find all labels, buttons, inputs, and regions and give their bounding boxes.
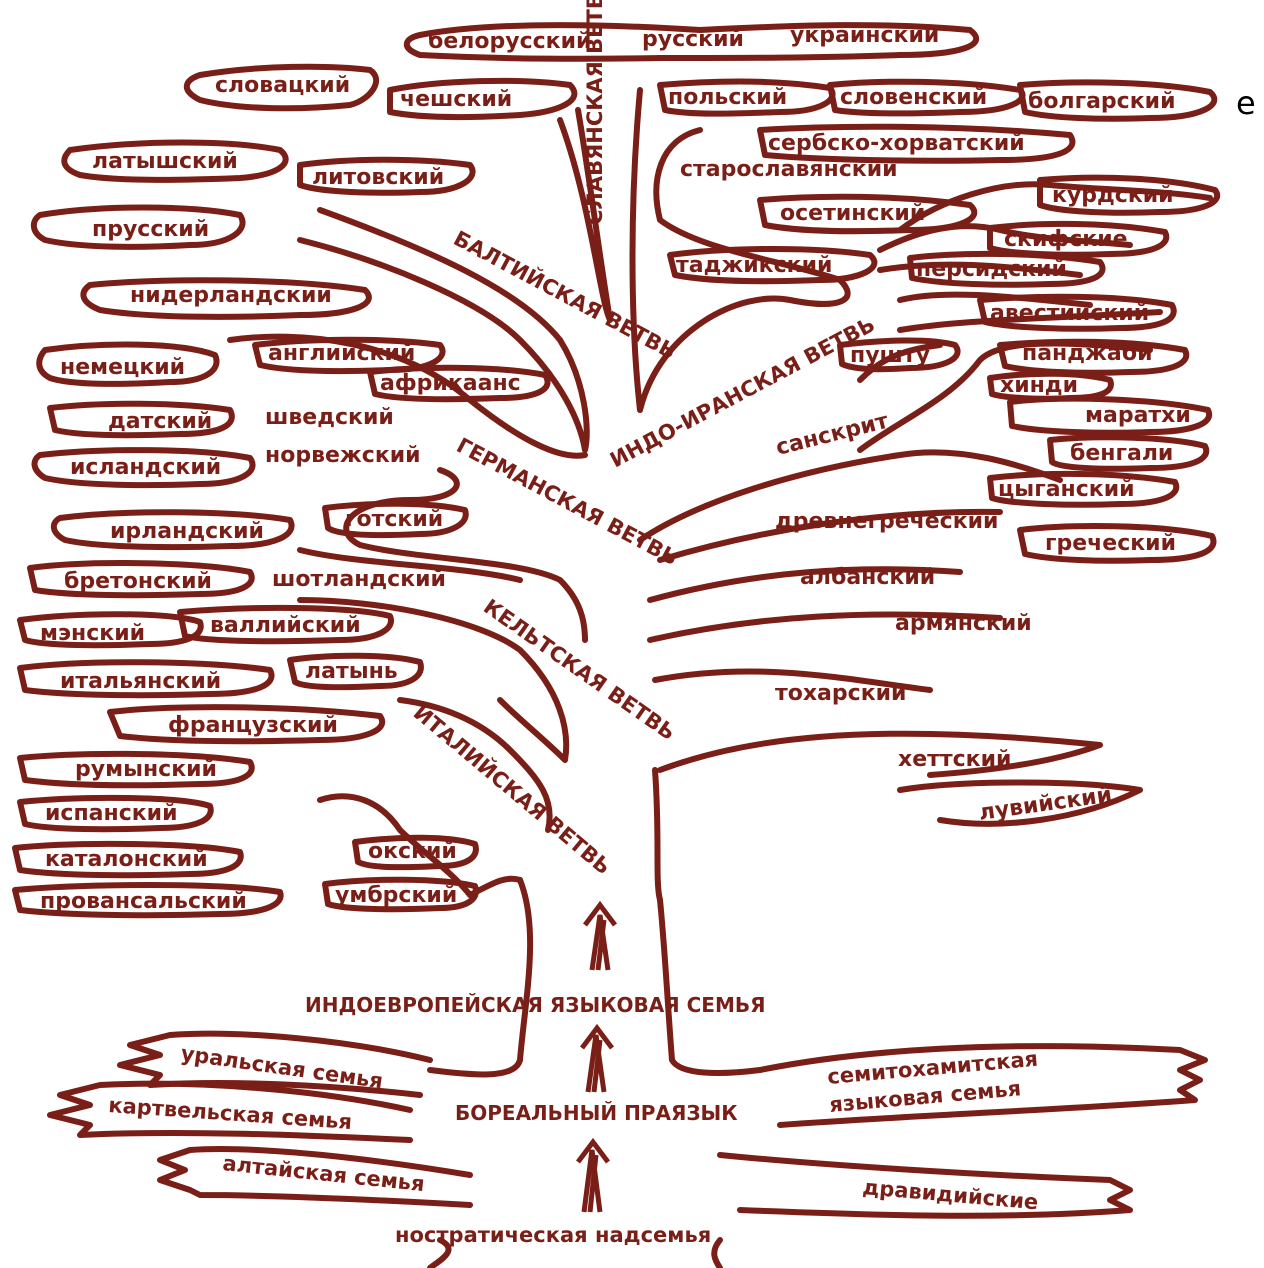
- lang-persian: персидский: [916, 257, 1067, 282]
- lang-icelandic: исландский: [70, 455, 221, 480]
- lang-punjabi: панджаби: [1022, 341, 1153, 366]
- lang-manx: мэнский: [40, 621, 145, 646]
- lang-ukrainian: украинский: [790, 23, 939, 48]
- lang-romani: цыганский: [998, 477, 1135, 502]
- lang-gothic: готский: [345, 507, 443, 532]
- lang-norwegian: норвежский: [265, 443, 421, 468]
- lang-afrikaans: африкаанс: [380, 371, 521, 396]
- trunk-label-nostratic: ностратическая надсемья: [395, 1223, 711, 1247]
- lang-scottish: шотландский: [272, 567, 446, 592]
- lang-dutch: нидерландский: [130, 283, 332, 308]
- lang-scythian: скифские: [1004, 227, 1128, 252]
- lang-polish: польский: [668, 85, 787, 110]
- lang-czech: чешский: [400, 87, 512, 112]
- lang-slovak: словацкий: [215, 73, 350, 98]
- lang-avestan: авестийский: [990, 301, 1149, 326]
- trunk-label-indo-european: ИНДОЕВРОПЕЙСКАЯ ЯЗЫКОВАЯ СЕМЬЯ: [305, 993, 766, 1017]
- lang-bengali: бенгали: [1070, 441, 1173, 466]
- lang-ossetian: осетинский: [780, 201, 925, 226]
- lang-provencal: провансальский: [40, 889, 247, 914]
- lang-swedish: шведский: [265, 405, 394, 430]
- lang-breton: бретонский: [64, 569, 212, 594]
- lang-hittite: хеттский: [898, 747, 1011, 772]
- lang-latin: латынь: [305, 659, 398, 684]
- lang-umbrian: умбрский: [335, 883, 457, 908]
- lang-belarusian: белорусский: [428, 29, 591, 54]
- family-label-dravidian: дравидийские: [862, 1175, 1040, 1214]
- lang-english: английский: [268, 341, 415, 366]
- lang-catalan: каталонский: [45, 847, 208, 872]
- lang-german: немецкий: [60, 355, 185, 380]
- lang-tocharian: тохарский: [775, 681, 906, 706]
- lang-albanian: албанский: [800, 565, 935, 590]
- trunk-label-boreal: БОРЕАЛЬНЫЙ ПРАЯЗЫК: [455, 1101, 738, 1125]
- lang-oscan: окский: [368, 839, 457, 864]
- lang-french: французский: [168, 713, 338, 738]
- lang-italian: итальянский: [60, 669, 221, 694]
- lang-russian: русский: [642, 27, 744, 52]
- lang-serbo-croatian: сербско-хорватский: [768, 131, 1025, 156]
- lang-greek: греческий: [1045, 531, 1176, 556]
- lang-sanskrit: санскрит: [773, 409, 891, 461]
- lang-kurdish: курдский: [1052, 183, 1174, 208]
- lang-old-slavonic: старославянский: [680, 157, 898, 182]
- lang-irish: ирландский: [110, 519, 264, 544]
- corner-text: е: [1236, 84, 1256, 122]
- lang-slovenian: словенский: [840, 85, 987, 110]
- lang-armenian: армянский: [895, 611, 1032, 636]
- lang-hindi: хинди: [1000, 373, 1078, 398]
- lang-spanish: испанский: [45, 801, 178, 826]
- lang-tajik: таджикский: [676, 253, 832, 278]
- lang-bulgarian: болгарский: [1028, 89, 1175, 114]
- lang-romanian: румынский: [75, 757, 217, 782]
- lang-pashto: пушту: [850, 343, 930, 368]
- family-label-kartvelian: картвельская семья: [108, 1093, 353, 1134]
- lang-latvian: латышский: [92, 149, 238, 174]
- lang-prussian: прусский: [92, 217, 209, 242]
- lang-danish: датский: [108, 409, 212, 434]
- lang-marathi: маратхи: [1085, 403, 1191, 428]
- upward-arrows: [578, 905, 615, 1212]
- lang-lithuanian: литовский: [312, 165, 444, 190]
- lang-ancient-greek: древнегреческий: [775, 509, 998, 534]
- lang-welsh: валлийский: [210, 613, 361, 638]
